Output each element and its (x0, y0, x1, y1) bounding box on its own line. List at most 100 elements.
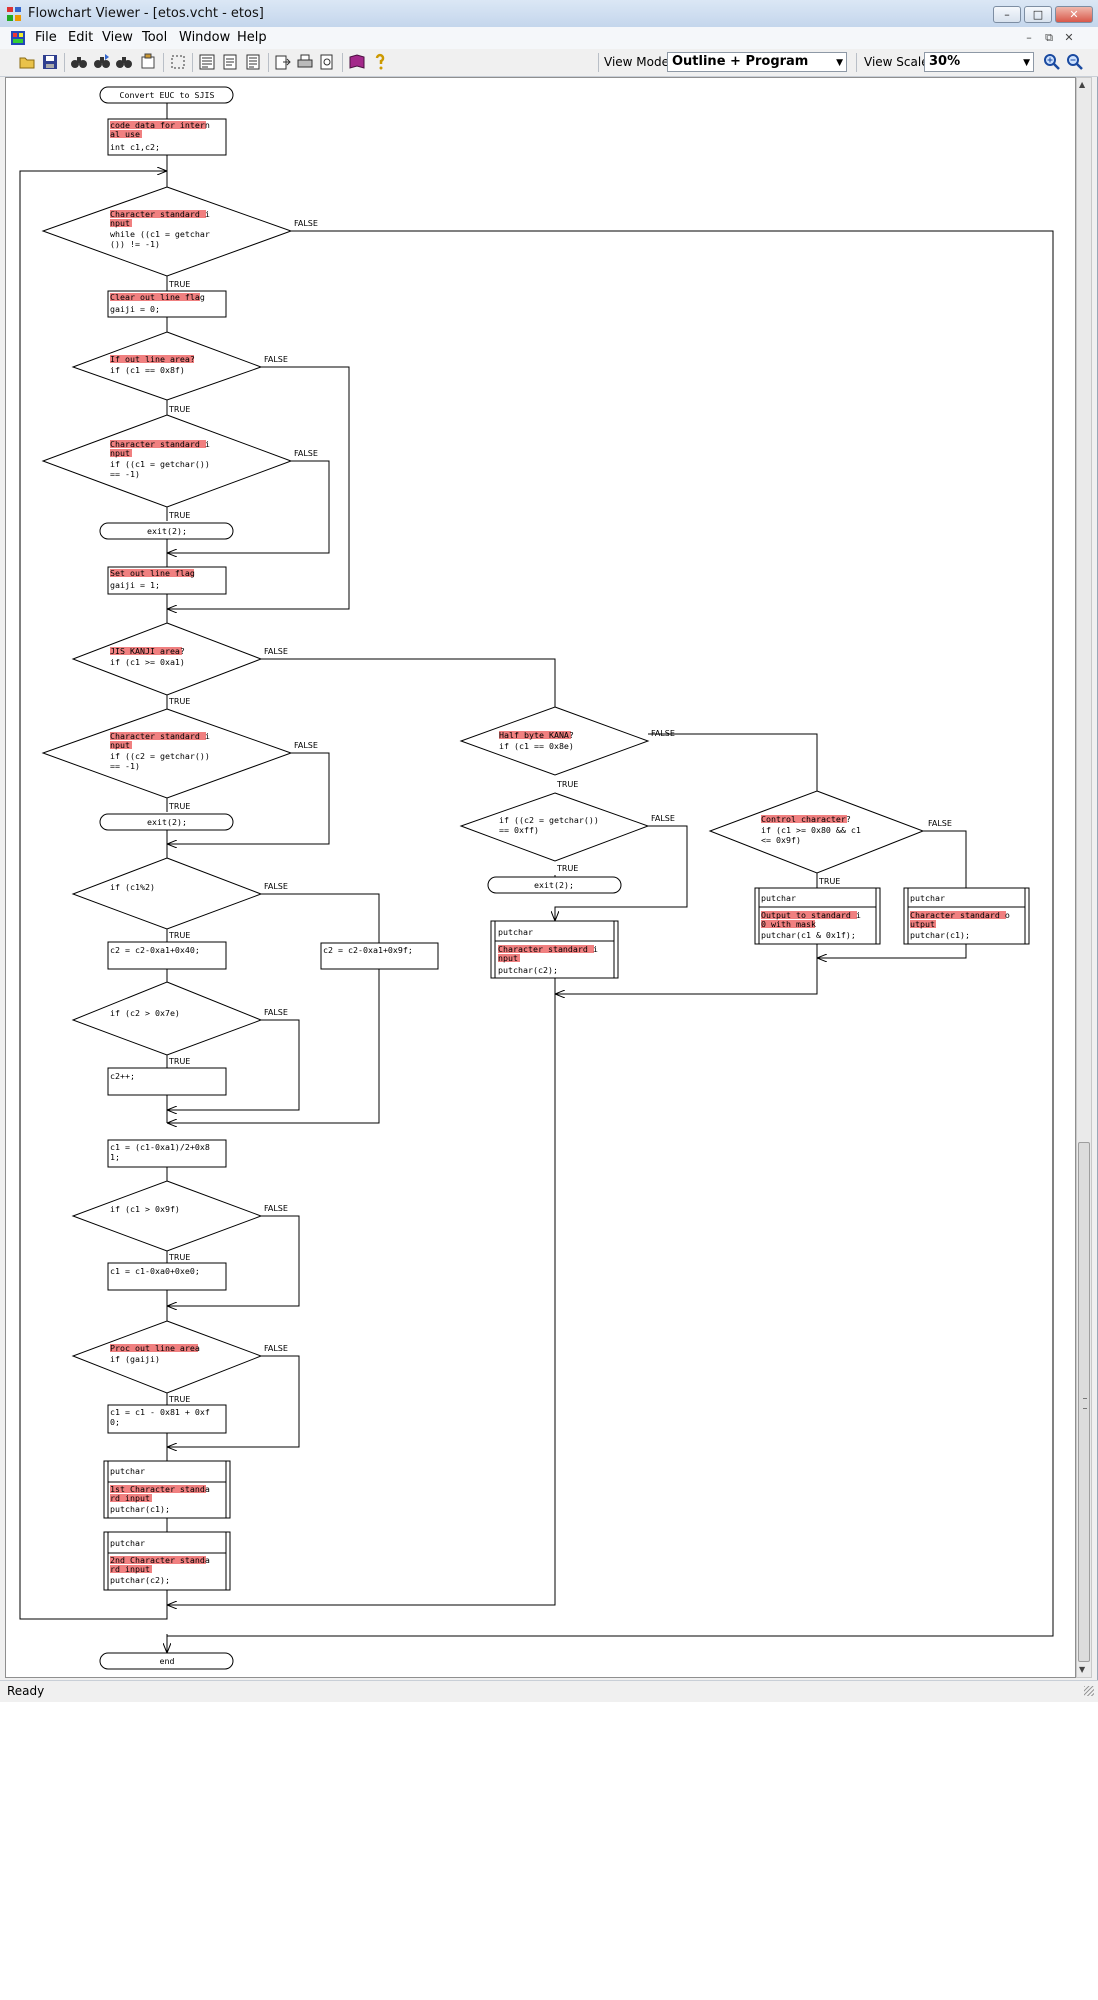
minimize-icon: – (1004, 8, 1010, 21)
terminal-start[interactable]: Convert EUC to SJIS (99, 86, 234, 104)
svg-text:2nd Character standa: 2nd Character standa (110, 1555, 210, 1565)
svg-text:if (c1 == 0x8f): if (c1 == 0x8f) (110, 365, 185, 375)
subroutine-putchar-3[interactable]: putchar Character standard i nput putcha… (490, 920, 619, 979)
child-restore-icon[interactable]: ⧉ (1045, 31, 1053, 44)
decision-proc-out-line[interactable]: Proc out line area if (gaiji) (71, 1320, 263, 1394)
terminal-end[interactable]: end (99, 1652, 234, 1670)
svg-text:putchar: putchar (498, 927, 533, 937)
menu-help[interactable]: Help (237, 30, 267, 45)
maximize-button[interactable]: □ (1024, 6, 1052, 23)
process-clear-flag[interactable]: Clear out line flag gaiji = 0; (107, 290, 227, 318)
svg-text:code data for intern: code data for intern (110, 120, 210, 130)
svg-text:FALSE: FALSE (264, 1008, 288, 1017)
svg-text:rd input: rd input (110, 1564, 150, 1574)
svg-text:if (gaiji): if (gaiji) (110, 1354, 160, 1364)
svg-text:0 with mask: 0 with mask (761, 919, 816, 929)
menu-window[interactable]: Window (179, 30, 231, 45)
decision-input-c2[interactable]: Character standard i nput if ((c2 = getc… (41, 708, 293, 799)
svg-text:al use: al use (110, 129, 140, 139)
svg-text:c2 = c2-0xa1+0x40;: c2 = c2-0xa1+0x40; (110, 945, 200, 955)
document-icon[interactable] (10, 30, 26, 46)
menu-file[interactable]: File (35, 30, 57, 45)
terminal-exit-3[interactable]: exit(2); (487, 876, 622, 894)
replace-icon[interactable] (115, 53, 133, 71)
decision-while-getchar[interactable]: Character standard i nput while ((c1 = g… (41, 186, 293, 277)
minimize-button[interactable]: – (993, 6, 1021, 23)
subroutine-putchar-4[interactable]: putchar Output to standard i 0 with mask… (754, 887, 881, 945)
save-icon[interactable] (41, 53, 59, 71)
process-c2-increment[interactable]: c2++; (107, 1067, 227, 1096)
menu-bar: File Edit View Tool Window Help – ⧉ ✕ (0, 27, 1098, 50)
process-c2-calc-b[interactable]: c2 = c2-0xa1+0x9f; (320, 942, 439, 970)
help-icon[interactable] (371, 53, 389, 71)
decision-half-byte-kana[interactable]: Half byte KANA? if (c1 == 0x8e) (459, 706, 650, 776)
print-preview-icon[interactable] (318, 53, 336, 71)
decision-c2-gt[interactable]: if (c2 > 0x7e) (71, 981, 263, 1056)
close-button[interactable]: ✕ (1055, 6, 1093, 23)
view-scale-label: View Scale (864, 55, 929, 69)
menu-view[interactable]: View (102, 30, 133, 45)
menu-edit[interactable]: Edit (68, 30, 94, 45)
view-scale-value: 30% (929, 54, 961, 69)
svg-text:If out line area?: If out line area? (110, 354, 195, 364)
menu-tool[interactable]: Tool (142, 30, 168, 45)
outline-icon[interactable] (198, 53, 216, 71)
decision-input-c1[interactable]: Character standard i nput if ((c1 = getc… (41, 414, 293, 508)
page-icon[interactable] (221, 53, 239, 71)
svg-text:FALSE: FALSE (651, 729, 675, 738)
svg-text:c2++;: c2++; (110, 1071, 135, 1081)
svg-text:putchar(c2);: putchar(c2); (498, 965, 558, 975)
flowchart-diagram: Convert EUC to SJIS exit(2); exit(2); ex… (19, 86, 1054, 1670)
decision-c2-ff[interactable]: if ((c2 = getchar()) == 0xff) (459, 792, 650, 862)
child-close-icon[interactable]: ✕ (1064, 31, 1074, 44)
vertical-scrollbar[interactable]: ▲ ▼ (1076, 77, 1092, 1678)
properties-icon[interactable] (139, 53, 157, 71)
find-next-icon[interactable] (93, 53, 111, 71)
resize-grip-icon[interactable] (1084, 1686, 1094, 1696)
close-icon: ✕ (1069, 8, 1079, 21)
decision-jis-kanji[interactable]: JIS KANJI area? if (c1 >= 0xa1) (71, 622, 263, 696)
child-minimize-icon[interactable]: – (1026, 31, 1032, 44)
decision-control-character[interactable]: Control character? if (c1 >= 0x80 && c1 … (708, 790, 925, 874)
svg-text:== -1): == -1) (110, 469, 140, 479)
svg-text:Proc out line area: Proc out line area (110, 1343, 200, 1353)
view-scale-select[interactable]: 30% ▼ (924, 52, 1034, 72)
decision-c1-gt[interactable]: if (c1 > 0x9f) (71, 1180, 263, 1252)
svg-text:end: end (160, 1656, 175, 1666)
subroutine-putchar-1[interactable]: putchar 1st Character standa rd input pu… (103, 1460, 231, 1519)
flowchart-canvas[interactable]: Convert EUC to SJIS exit(2); exit(2); ex… (5, 77, 1076, 1678)
terminal-exit-1[interactable]: exit(2); (99, 522, 234, 540)
process-c1-subtract[interactable]: c1 = c1 - 0x81 + 0xf 0; (107, 1404, 227, 1434)
scroll-down-icon[interactable]: ▼ (1079, 1665, 1086, 1674)
book-icon[interactable] (348, 53, 366, 71)
status-bar: Ready (0, 1680, 1098, 1702)
decision-out-line-area[interactable]: If out line area? if (c1 == 0x8f) (71, 331, 263, 401)
scrollbar-thumb[interactable] (1078, 1142, 1090, 1662)
process-declaration[interactable]: code data for intern al use int c1,c2; (107, 118, 227, 156)
subroutine-putchar-5[interactable]: putchar Character standard o utput putch… (903, 887, 1030, 945)
page-program-icon[interactable] (244, 53, 262, 71)
scroll-up-icon[interactable]: ▲ (1079, 80, 1086, 89)
svg-text:1;: 1; (110, 1152, 120, 1162)
application-window: Flowchart Viewer - [etos.vcht - etos] – … (0, 0, 1098, 1702)
process-c2-calc-a[interactable]: c2 = c2-0xa1+0x40; (107, 941, 227, 970)
open-icon[interactable] (18, 53, 36, 71)
zoom-out-icon[interactable] (1066, 53, 1084, 71)
export-icon[interactable] (274, 53, 292, 71)
maximize-icon: □ (1032, 8, 1044, 21)
find-icon[interactable] (70, 53, 88, 71)
select-icon[interactable] (169, 53, 187, 71)
svg-text:if ((c2 = getchar()): if ((c2 = getchar()) (499, 815, 599, 825)
process-c1-calc[interactable]: c1 = (c1-0xa1)/2+0x8 1; (107, 1139, 227, 1168)
subroutine-putchar-2[interactable]: putchar 2nd Character standa rd input pu… (103, 1531, 231, 1591)
zoom-in-icon[interactable] (1043, 53, 1061, 71)
svg-text:if ((c2 = getchar()): if ((c2 = getchar()) (110, 751, 210, 761)
decision-c1-odd[interactable]: if (c1%2) (71, 857, 263, 930)
view-mode-select[interactable]: Outline + Program ▼ (667, 52, 847, 72)
process-c1-adjust[interactable]: c1 = c1-0xa0+0xe0; (107, 1262, 227, 1291)
svg-text:c1 = c1-0xa0+0xe0;: c1 = c1-0xa0+0xe0; (110, 1266, 200, 1276)
svg-text:if ((c1 = getchar()): if ((c1 = getchar()) (110, 459, 210, 469)
process-set-flag[interactable]: Set out line flag gaiji = 1; (107, 566, 227, 595)
terminal-exit-2[interactable]: exit(2); (99, 813, 234, 831)
print-icon[interactable] (296, 53, 314, 71)
